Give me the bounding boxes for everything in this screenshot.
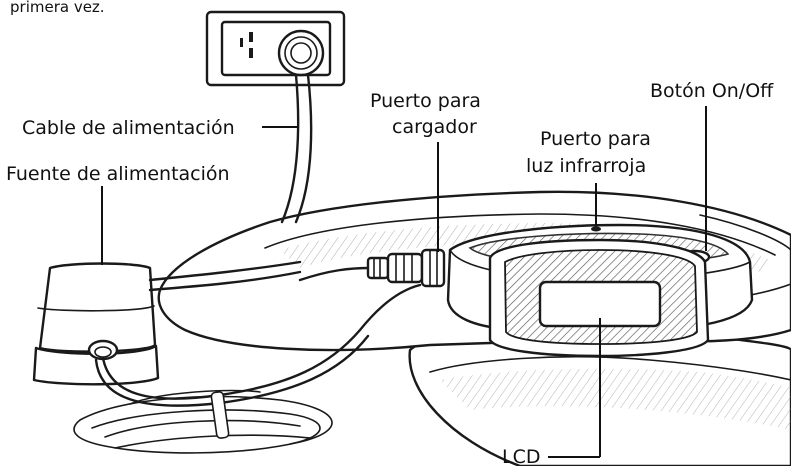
wall-outlet [205,10,346,87]
label-power-cable: Cable de alimentación [22,117,235,139]
label-power-supply: Fuente de alimentación [6,163,230,185]
coiled-cord [73,283,422,454]
power-supply [32,260,302,386]
power-cable [280,73,313,224]
charger-connector [298,248,446,288]
leader-lines [101,106,707,458]
device-unit [446,223,754,358]
label-ir-port-line1: Puerto para [540,128,651,150]
label-ir-port-line2: luz infrarroja [526,155,646,177]
label-power-button: Botón On/Off [650,80,774,102]
label-charger-port-line2: cargador [392,116,477,138]
label-charger-port-line1: Puerto para [370,90,481,112]
label-lcd: LCD [502,446,540,466]
caption-fragment: primera vez. [10,0,105,16]
